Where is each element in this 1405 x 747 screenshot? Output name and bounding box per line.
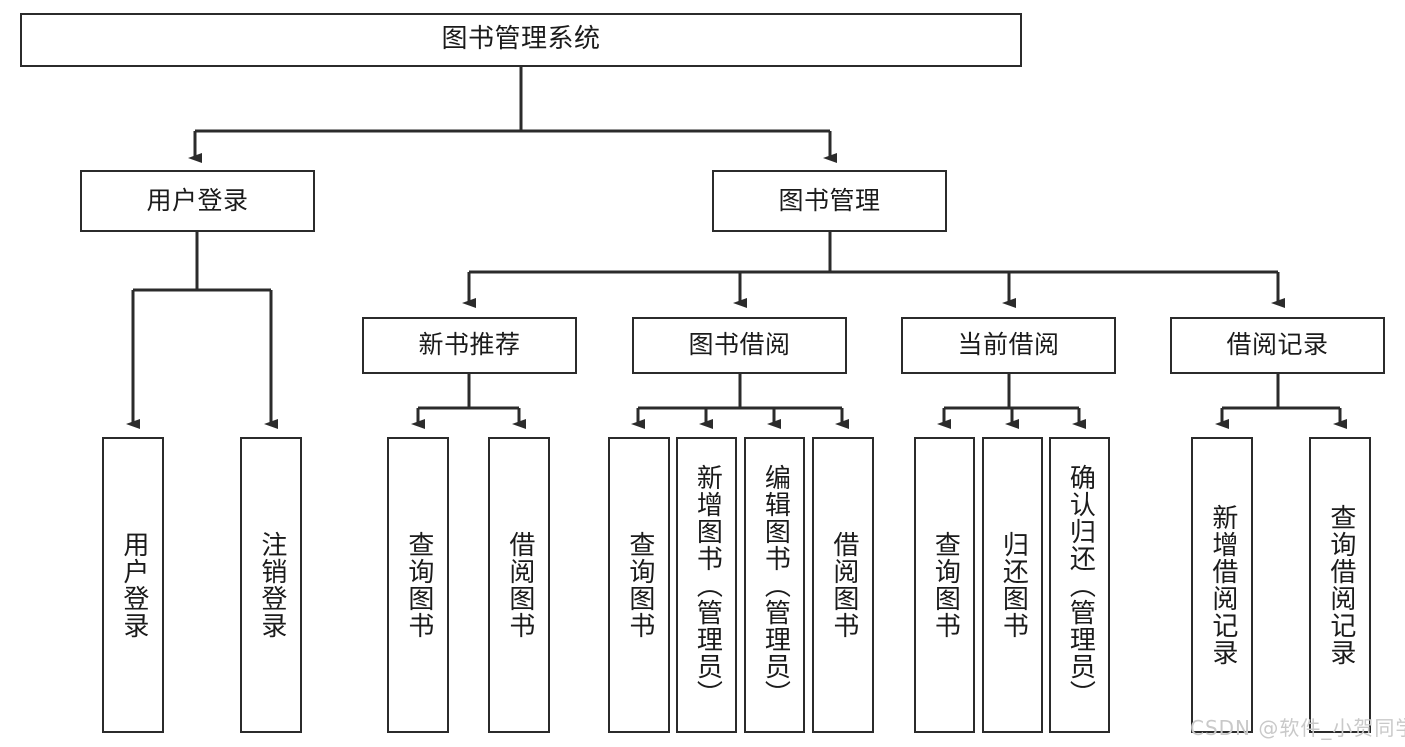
node-root-book-management-system[interactable]: 图书管理系统 (20, 13, 1022, 67)
node-label: 用户登录 (118, 531, 149, 639)
node-user-login[interactable]: 用户登录 (80, 170, 315, 232)
node-label: 查询图书 (403, 531, 434, 639)
node-label: 用户登录 (146, 185, 249, 215)
node-label: 查询图书 (624, 531, 655, 639)
leaf-current-return[interactable]: 归还图书 (982, 437, 1043, 733)
leaf-record-add[interactable]: 新增借阅记录 (1191, 437, 1253, 733)
leaf-new-book-query[interactable]: 查询图书 (387, 437, 449, 733)
leaf-borrow-query[interactable]: 查询图书 (608, 437, 670, 733)
node-label: 归还图书 (998, 531, 1029, 639)
node-label: 确认归还（管理员） (1065, 463, 1096, 707)
node-book-management[interactable]: 图书管理 (712, 170, 947, 232)
node-new-book-recommend[interactable]: 新书推荐 (362, 317, 577, 374)
node-label: 查询图书 (930, 531, 961, 639)
node-label: 查询借阅记录 (1325, 504, 1356, 666)
node-borrow-record[interactable]: 借阅记录 (1170, 317, 1385, 374)
node-label: 借阅图书 (504, 531, 535, 639)
node-book-borrow[interactable]: 图书借阅 (632, 317, 847, 374)
leaf-current-confirm-return-admin[interactable]: 确认归还（管理员） (1049, 437, 1110, 733)
leaf-user-login-login[interactable]: 用户登录 (102, 437, 164, 733)
node-label: 借阅记录 (1226, 330, 1329, 360)
node-label: 新书推荐 (418, 330, 521, 360)
leaf-user-login-logout[interactable]: 注销登录 (240, 437, 302, 733)
leaf-record-query[interactable]: 查询借阅记录 (1309, 437, 1371, 733)
leaf-borrow-borrow-book[interactable]: 借阅图书 (812, 437, 874, 733)
node-label: 编辑图书（管理员） (760, 463, 791, 707)
node-label: 新增图书（管理员） (692, 463, 723, 707)
watermark-csdn: CSDN @软件_小贺同学 (1190, 716, 1405, 740)
node-label: 注销登录 (256, 531, 287, 639)
leaf-borrow-edit-book-admin[interactable]: 编辑图书（管理员） (744, 437, 805, 733)
node-label: 图书管理系统 (441, 24, 601, 55)
node-label: 借阅图书 (828, 531, 859, 639)
node-label: 图书借阅 (688, 330, 791, 360)
leaf-borrow-add-book-admin[interactable]: 新增图书（管理员） (676, 437, 737, 733)
leaf-current-query[interactable]: 查询图书 (914, 437, 975, 733)
node-label: 图书管理 (778, 185, 881, 215)
node-label: 新增借阅记录 (1207, 504, 1238, 666)
node-label: 当前借阅 (957, 330, 1060, 360)
node-current-borrow[interactable]: 当前借阅 (901, 317, 1116, 374)
leaf-new-book-borrow[interactable]: 借阅图书 (488, 437, 550, 733)
